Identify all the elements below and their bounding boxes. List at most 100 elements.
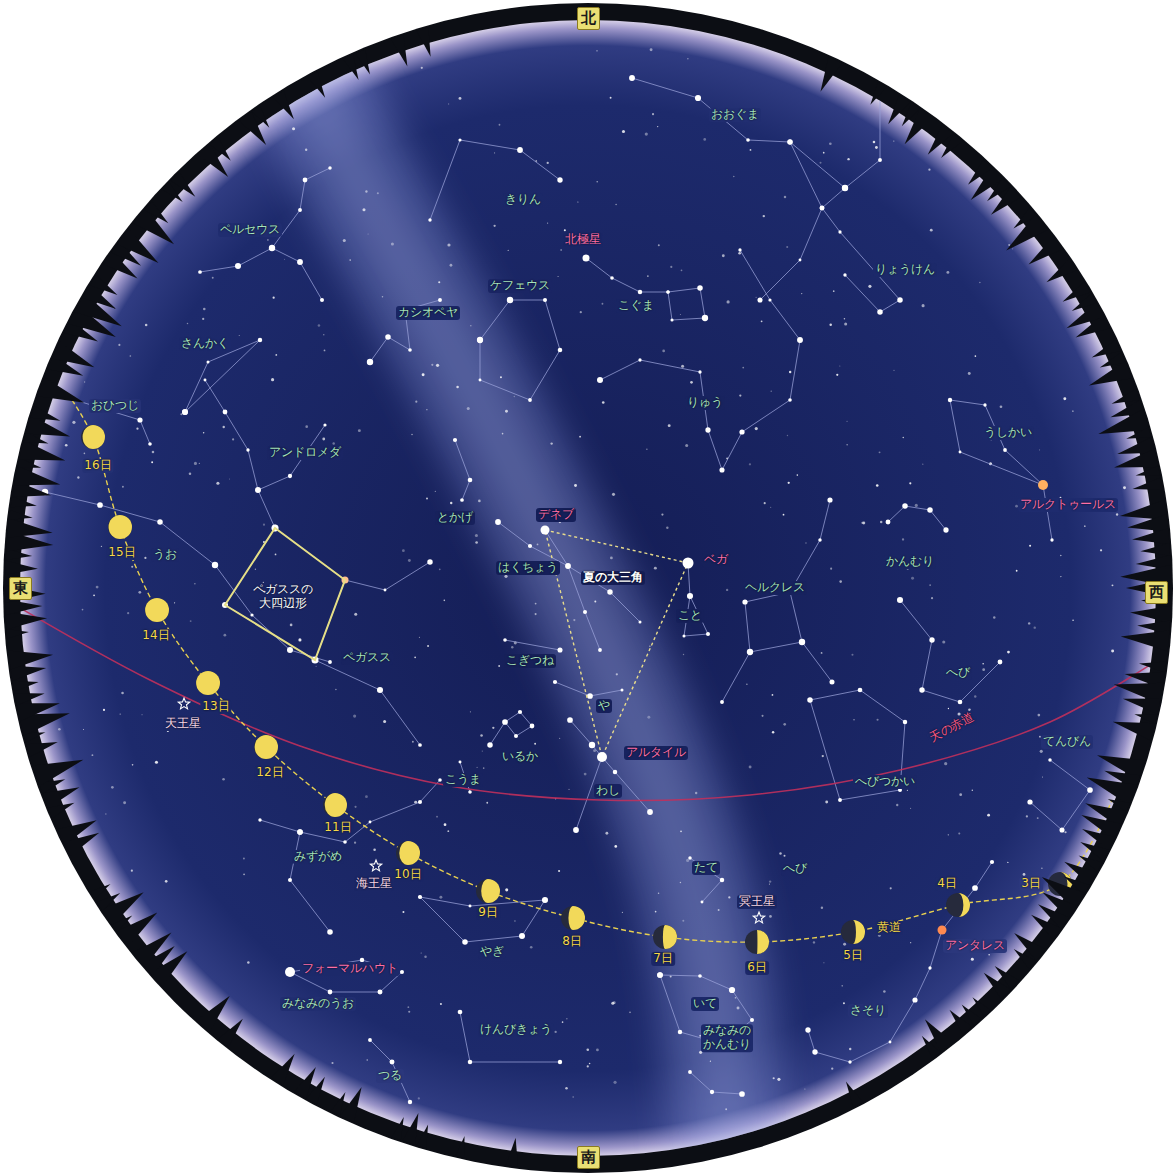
faint-star	[968, 372, 971, 375]
constellation-line	[272, 248, 322, 300]
moon-lit	[853, 920, 865, 944]
moon-shadow	[946, 893, 970, 917]
faint-star	[772, 731, 774, 733]
star	[827, 497, 832, 502]
faint-star	[1007, 862, 1008, 863]
star	[419, 896, 422, 899]
star	[897, 297, 902, 302]
direction-box: 南	[577, 1146, 600, 1169]
faint-star	[804, 1088, 805, 1089]
star	[688, 1070, 692, 1074]
faint-star	[199, 463, 200, 464]
treeline	[5, 27, 1171, 1167]
faint-star	[829, 142, 832, 145]
faint-star	[415, 401, 417, 403]
tree-silhouette	[1140, 543, 1170, 556]
star	[820, 206, 823, 209]
star	[327, 929, 333, 935]
faint-star	[408, 559, 411, 562]
tree-silhouette	[294, 1067, 316, 1098]
tree-silhouette	[1089, 361, 1132, 386]
moon	[653, 925, 677, 949]
star	[927, 507, 932, 512]
direction-label: 北	[581, 10, 596, 27]
faint-star	[305, 149, 307, 151]
faint-star	[459, 97, 462, 100]
constellation-line	[690, 1072, 742, 1094]
faint-star	[447, 830, 449, 832]
faint-star	[467, 407, 470, 410]
faint-star	[681, 365, 684, 368]
faint-star	[127, 612, 129, 614]
faint-star	[362, 208, 365, 211]
faint-star	[284, 259, 285, 260]
star	[390, 1060, 395, 1065]
faint-star	[614, 845, 617, 848]
faint-star	[1023, 873, 1026, 876]
faint-star	[560, 249, 562, 251]
faint-star	[439, 568, 441, 570]
faint-star	[292, 127, 295, 130]
faint-star	[661, 513, 663, 515]
tree-silhouette	[252, 106, 269, 128]
bright-star	[938, 926, 947, 935]
faint-star	[123, 801, 126, 804]
faint-star	[318, 324, 321, 327]
faint-star	[786, 246, 788, 248]
faint-star	[650, 48, 653, 51]
faint-star	[354, 613, 357, 616]
faint-star	[695, 792, 697, 794]
constellation-name: へびつかい	[853, 775, 917, 789]
faint-star	[596, 1048, 599, 1051]
faint-star	[616, 673, 618, 675]
star	[666, 290, 669, 293]
faint-star	[382, 296, 384, 298]
faint-star	[813, 941, 815, 943]
tree-silhouette	[218, 1019, 243, 1047]
moon-date: 5日	[841, 949, 865, 963]
faint-star	[290, 624, 293, 627]
star	[799, 639, 805, 645]
tree-silhouette	[991, 187, 1021, 215]
moon-shadow	[196, 671, 220, 695]
star	[507, 297, 513, 303]
faint-star	[622, 912, 623, 913]
faint-star	[502, 433, 504, 435]
faint-star	[122, 486, 124, 488]
constellation-name: こぎつね	[504, 654, 556, 668]
star	[468, 790, 472, 794]
star	[367, 359, 373, 365]
star	[182, 409, 188, 415]
star	[328, 660, 332, 664]
faint-star	[136, 428, 138, 430]
star	[503, 638, 507, 642]
faint-star	[358, 429, 361, 432]
faint-star	[611, 1002, 614, 1005]
bright-star	[285, 967, 295, 977]
faint-star	[946, 271, 949, 274]
celestial-equator	[10, 602, 1170, 801]
line-name: 黄道	[875, 921, 903, 935]
faint-star	[601, 303, 603, 305]
star	[848, 1060, 851, 1063]
faint-star	[777, 1078, 780, 1081]
faint-star	[680, 830, 682, 832]
faint-star	[492, 727, 494, 729]
faint-star	[579, 436, 581, 438]
moon-lit	[663, 925, 677, 949]
tree-silhouette	[1031, 915, 1061, 940]
star	[477, 337, 483, 343]
tree-silhouette	[26, 742, 57, 757]
faint-star	[530, 946, 533, 949]
faint-star	[584, 773, 587, 776]
tree-silhouette	[343, 54, 358, 79]
faint-star	[189, 473, 192, 476]
faint-star	[958, 832, 960, 834]
tree-silhouette	[271, 1054, 294, 1085]
star	[514, 734, 518, 738]
faint-star	[658, 892, 660, 894]
faint-star	[868, 285, 871, 288]
constellation-name: とかげ	[435, 511, 475, 525]
star	[739, 429, 744, 434]
